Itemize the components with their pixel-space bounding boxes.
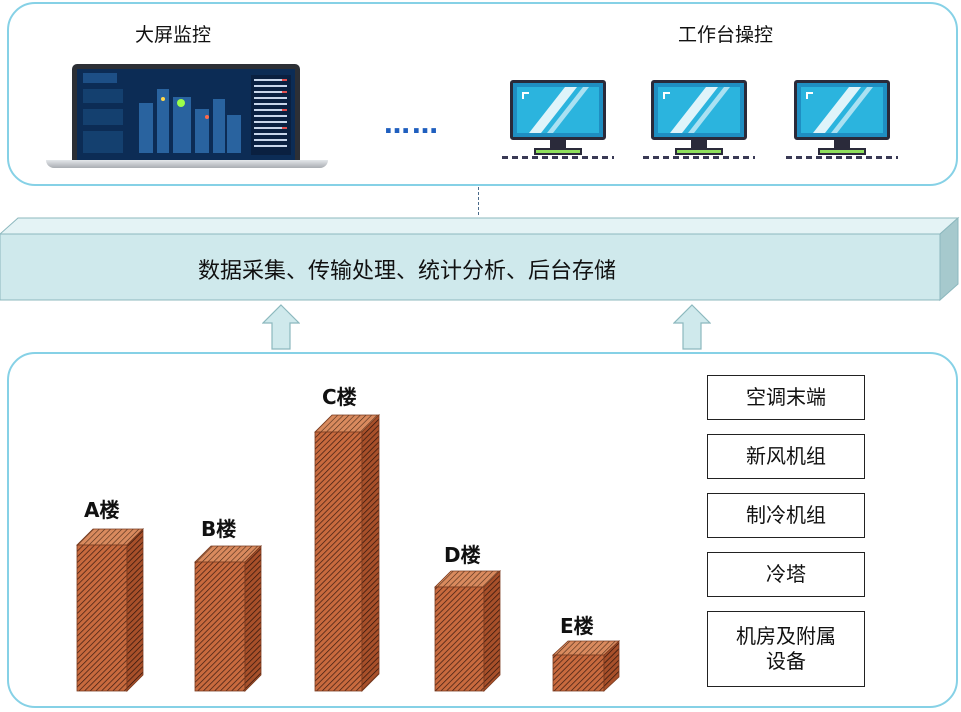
building-b — [194, 545, 262, 692]
dashed-connector — [478, 187, 479, 215]
building-label: E楼 — [560, 614, 594, 638]
up-arrow-icon — [673, 304, 711, 350]
monitor-icon — [643, 80, 761, 160]
building-c — [314, 414, 380, 692]
system-box-chiller-unit: 制冷机组 — [707, 493, 865, 538]
monitor-icon — [786, 80, 904, 160]
big-screen-monitoring-title: 大屏监控 — [135, 24, 212, 46]
building-label: B楼 — [201, 517, 237, 541]
building-label: D楼 — [444, 543, 481, 567]
workstation-control-title: 工作台操控 — [678, 24, 774, 46]
system-box-ac-terminal: 空调末端 — [707, 375, 865, 420]
up-arrow-icon — [262, 304, 300, 350]
system-box-machine-room: 机房及附属 设备 — [707, 611, 865, 687]
processing-text: 数据采集、传输处理、统计分析、后台存储 — [198, 259, 617, 284]
building-a — [76, 528, 144, 692]
laptop-icon — [72, 64, 300, 164]
building-label: A楼 — [84, 498, 120, 522]
processing-band — [0, 216, 960, 302]
monitor-icon — [502, 80, 620, 160]
laptop-base — [46, 160, 328, 168]
system-box-fresh-air-unit: 新风机组 — [707, 434, 865, 479]
building-label: C楼 — [322, 385, 357, 409]
building-d — [434, 570, 501, 692]
system-box-cooling-tower: 冷塔 — [707, 552, 865, 597]
ellipsis: …… — [384, 110, 440, 140]
building-e — [551, 640, 621, 692]
